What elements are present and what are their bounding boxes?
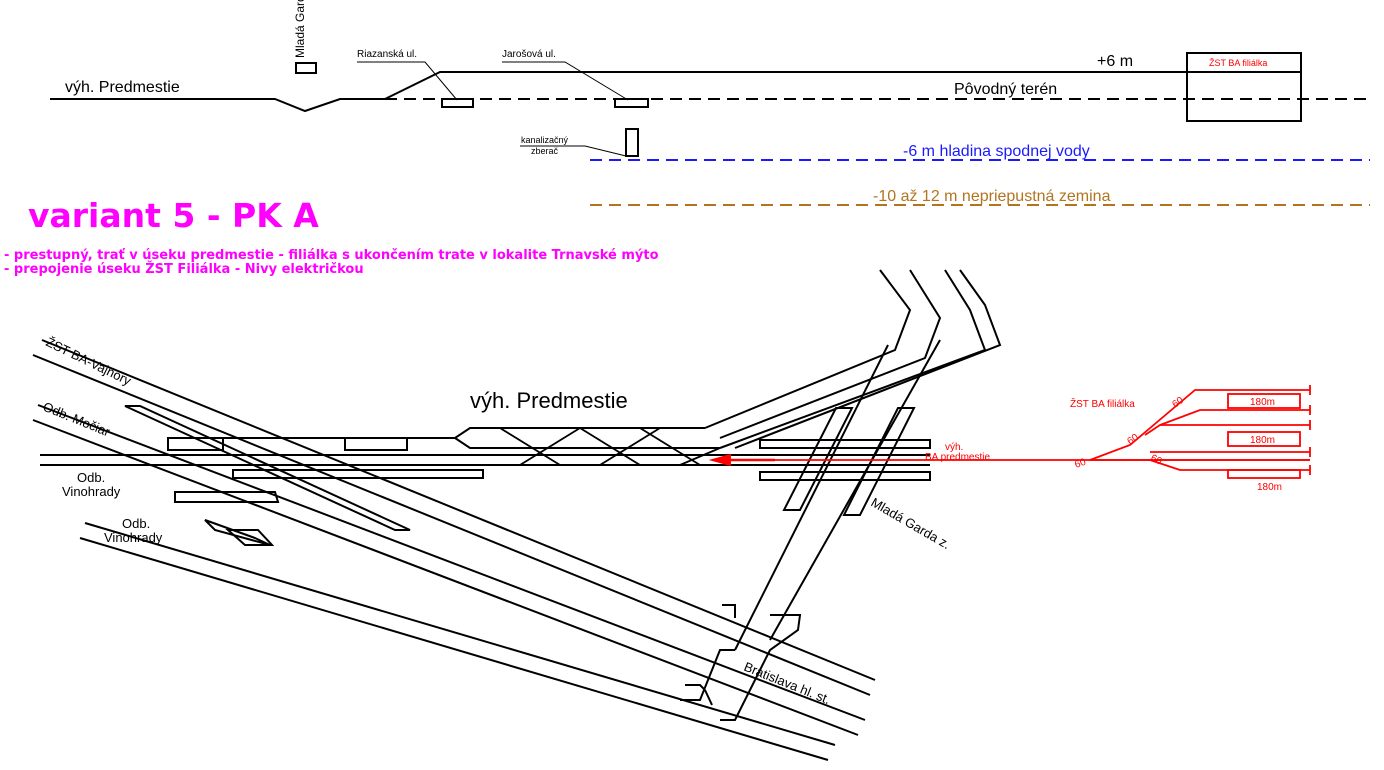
northeast-track-1 <box>704 269 912 429</box>
profile-section: výh. Predmestie Mladá Garda z. Riazanská… <box>50 0 1370 206</box>
plan-mlada-label: Mladá Garda z. <box>869 495 953 552</box>
profile-plus6-label: +6 m <box>1097 53 1133 70</box>
riazanska-leader <box>357 61 458 101</box>
profile-terrain-label: Pôvodný terén <box>954 81 1057 98</box>
riazanska-box <box>441 98 474 108</box>
predmestie-upper-track <box>170 427 705 439</box>
mlada-garda-stop-box <box>295 62 317 74</box>
track-plan: ŽST BA-Vajnory Odb. Močiar Odb. Vinohrad… <box>32 269 1311 761</box>
variant-title: variant 5 - PK A <box>28 196 319 235</box>
speed-label-4: 60 <box>1149 453 1164 468</box>
jarosova-leader <box>502 61 629 101</box>
vajnory-track-2 <box>32 354 871 696</box>
mlada-garda-crossing <box>680 339 941 721</box>
plan-predmestie-label: výh. Predmestie <box>470 388 628 413</box>
plan-filialka-label: ŽST BA filiálka <box>1070 397 1135 410</box>
plan-vinohrady1-label-2: Vinohrady <box>62 484 121 499</box>
sewer-leader <box>520 145 627 157</box>
speed-label-3: 60 <box>1073 457 1088 471</box>
northeast-track-2 <box>719 269 942 439</box>
plan-vajnory-label: ŽST BA-Vajnory <box>44 334 134 388</box>
profile-station-left-label: výh. Predmestie <box>65 79 180 96</box>
plan-vinohrady2-label-2: Vinohrady <box>104 530 163 545</box>
variant-line-2: - prepojenie úseku ŽST Filiálka - Nivy e… <box>4 262 364 277</box>
platforms <box>124 405 931 546</box>
vinohrady-track-2 <box>79 537 829 761</box>
vajnory-track-1 <box>41 339 876 681</box>
platform-label-2: 180m <box>1250 435 1275 446</box>
variant-line-1: - prestupný, trať v úseku predmestie - f… <box>4 248 659 263</box>
northeast-track-3 <box>719 269 987 449</box>
plan-mociar-label: Odb. Močiar <box>41 399 113 440</box>
plan-vyh-label-1: výh. <box>945 442 963 453</box>
crossovers <box>499 427 721 466</box>
filialka-station-box <box>1186 52 1302 122</box>
plan-vinohrady2-label-1: Odb. <box>122 516 150 531</box>
vinohrady-track-1 <box>84 522 836 746</box>
new-filialka-line <box>708 385 1311 479</box>
profile-mlada-label: Mladá Garda z. <box>293 0 307 58</box>
profile-sewer-label-2: zberač <box>531 146 559 156</box>
sewer-box <box>625 128 639 157</box>
soil-label: -10 až 12 m nepriepustná zemina <box>873 188 1111 205</box>
northeast-track-4 <box>734 269 1002 449</box>
elevated-track-line <box>384 71 1187 100</box>
plan-bratislava-label: Bratislava hl. st. <box>742 659 833 707</box>
groundwater-label: -6 m hladina spodnej vody <box>903 143 1090 160</box>
profile-station-right-label: ŽST BA filiálka <box>1209 58 1267 68</box>
profile-sewer-label-1: kanalizačný <box>521 135 569 145</box>
plan-vyh-label-2: BA predmestie <box>925 452 990 463</box>
mociar-track-2 <box>32 419 859 736</box>
profile-riazanska-label: Riazanská ul. <box>357 49 417 60</box>
platform-label-3: 180m <box>1257 482 1282 493</box>
jarosova-box <box>614 98 649 108</box>
platform-label-1: 180m <box>1250 397 1275 408</box>
profile-jarosova-label: Jarošová ul. <box>502 49 556 60</box>
existing-track-line <box>50 98 385 113</box>
mociar-track-1 <box>37 404 866 721</box>
plan-vinohrady1-label-1: Odb. <box>77 470 105 485</box>
predmestie-loop-track <box>454 437 720 449</box>
